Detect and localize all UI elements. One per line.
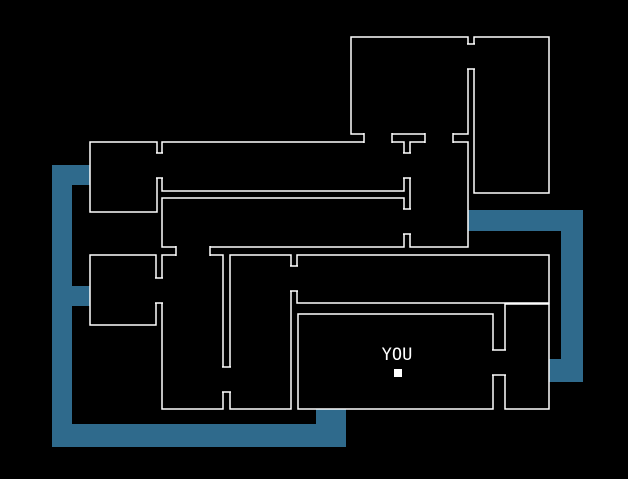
hallway-right-bottom-stub xyxy=(548,359,583,382)
player-marker xyxy=(394,369,402,377)
door-gap xyxy=(403,209,411,234)
door-gap xyxy=(290,266,298,291)
room-current xyxy=(297,313,494,410)
door-gap xyxy=(222,367,231,392)
hallway-bottom-riser xyxy=(316,408,346,447)
door-gap xyxy=(155,278,163,303)
hallways xyxy=(52,165,583,447)
hallway-right-top xyxy=(466,210,583,231)
room-tall-left xyxy=(161,254,224,410)
hallway-right-vertical xyxy=(561,210,583,382)
hallway-bottom xyxy=(52,424,346,447)
doorways xyxy=(155,43,506,393)
player-label: YOU xyxy=(382,345,413,365)
player-indicator: YOU xyxy=(382,345,413,377)
room-top-right-large xyxy=(350,36,469,135)
door-gap xyxy=(492,350,506,375)
room-bottom-right xyxy=(504,303,550,410)
room-corridor-lower xyxy=(161,197,405,248)
room-left-upper xyxy=(89,141,158,213)
room-left-lower xyxy=(89,254,157,326)
room-wide-upper xyxy=(296,254,550,304)
room-top-right-tall xyxy=(473,36,550,194)
door-gap xyxy=(403,153,411,178)
door-gap xyxy=(176,246,210,256)
door-gap xyxy=(156,153,163,178)
room-tall-center xyxy=(229,254,292,410)
room-right-middle xyxy=(409,141,469,248)
rooms xyxy=(89,36,550,410)
door-gap xyxy=(425,133,453,143)
hallway-left-middle-stub xyxy=(52,286,92,306)
door-gap xyxy=(467,44,475,69)
door-gap xyxy=(364,133,392,143)
room-corridor-upper xyxy=(161,141,405,192)
